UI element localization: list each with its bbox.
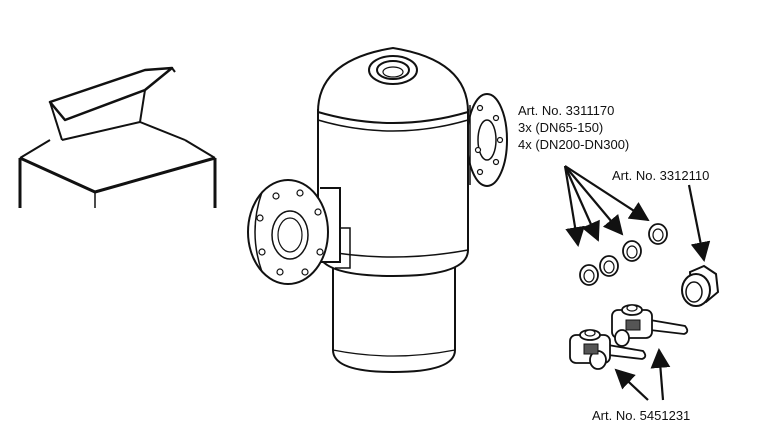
reducer-nut-icon	[681, 264, 720, 307]
arrow	[563, 165, 585, 247]
label-art-3312110: Art. No. 3312110	[612, 168, 710, 183]
separator-vessel	[247, 46, 508, 374]
arrow	[614, 368, 649, 401]
right-flange	[466, 93, 508, 187]
ball-valve-icon	[569, 329, 647, 370]
plug-icon	[599, 255, 619, 277]
arrow	[564, 165, 650, 222]
plug-icon	[579, 264, 599, 286]
arrow	[650, 348, 671, 401]
arrow	[687, 184, 711, 262]
callout-arrows	[563, 165, 711, 401]
label-qty-large: 4x (DN200-DN300)	[518, 137, 630, 152]
plug-icon	[622, 240, 642, 262]
arrow	[563, 165, 600, 242]
label-art-5451231: Art. No. 5451231	[592, 408, 691, 423]
label-qty-small: 3x (DN65-150)	[518, 120, 604, 135]
left-flange	[247, 179, 329, 285]
plug-set	[579, 223, 668, 286]
plug-icon	[648, 223, 668, 245]
ball-valve-icon	[611, 304, 689, 347]
arrow	[564, 165, 624, 236]
open-box-icon	[18, 66, 217, 208]
label-art-3311170: Art. No. 3311170	[518, 103, 615, 118]
